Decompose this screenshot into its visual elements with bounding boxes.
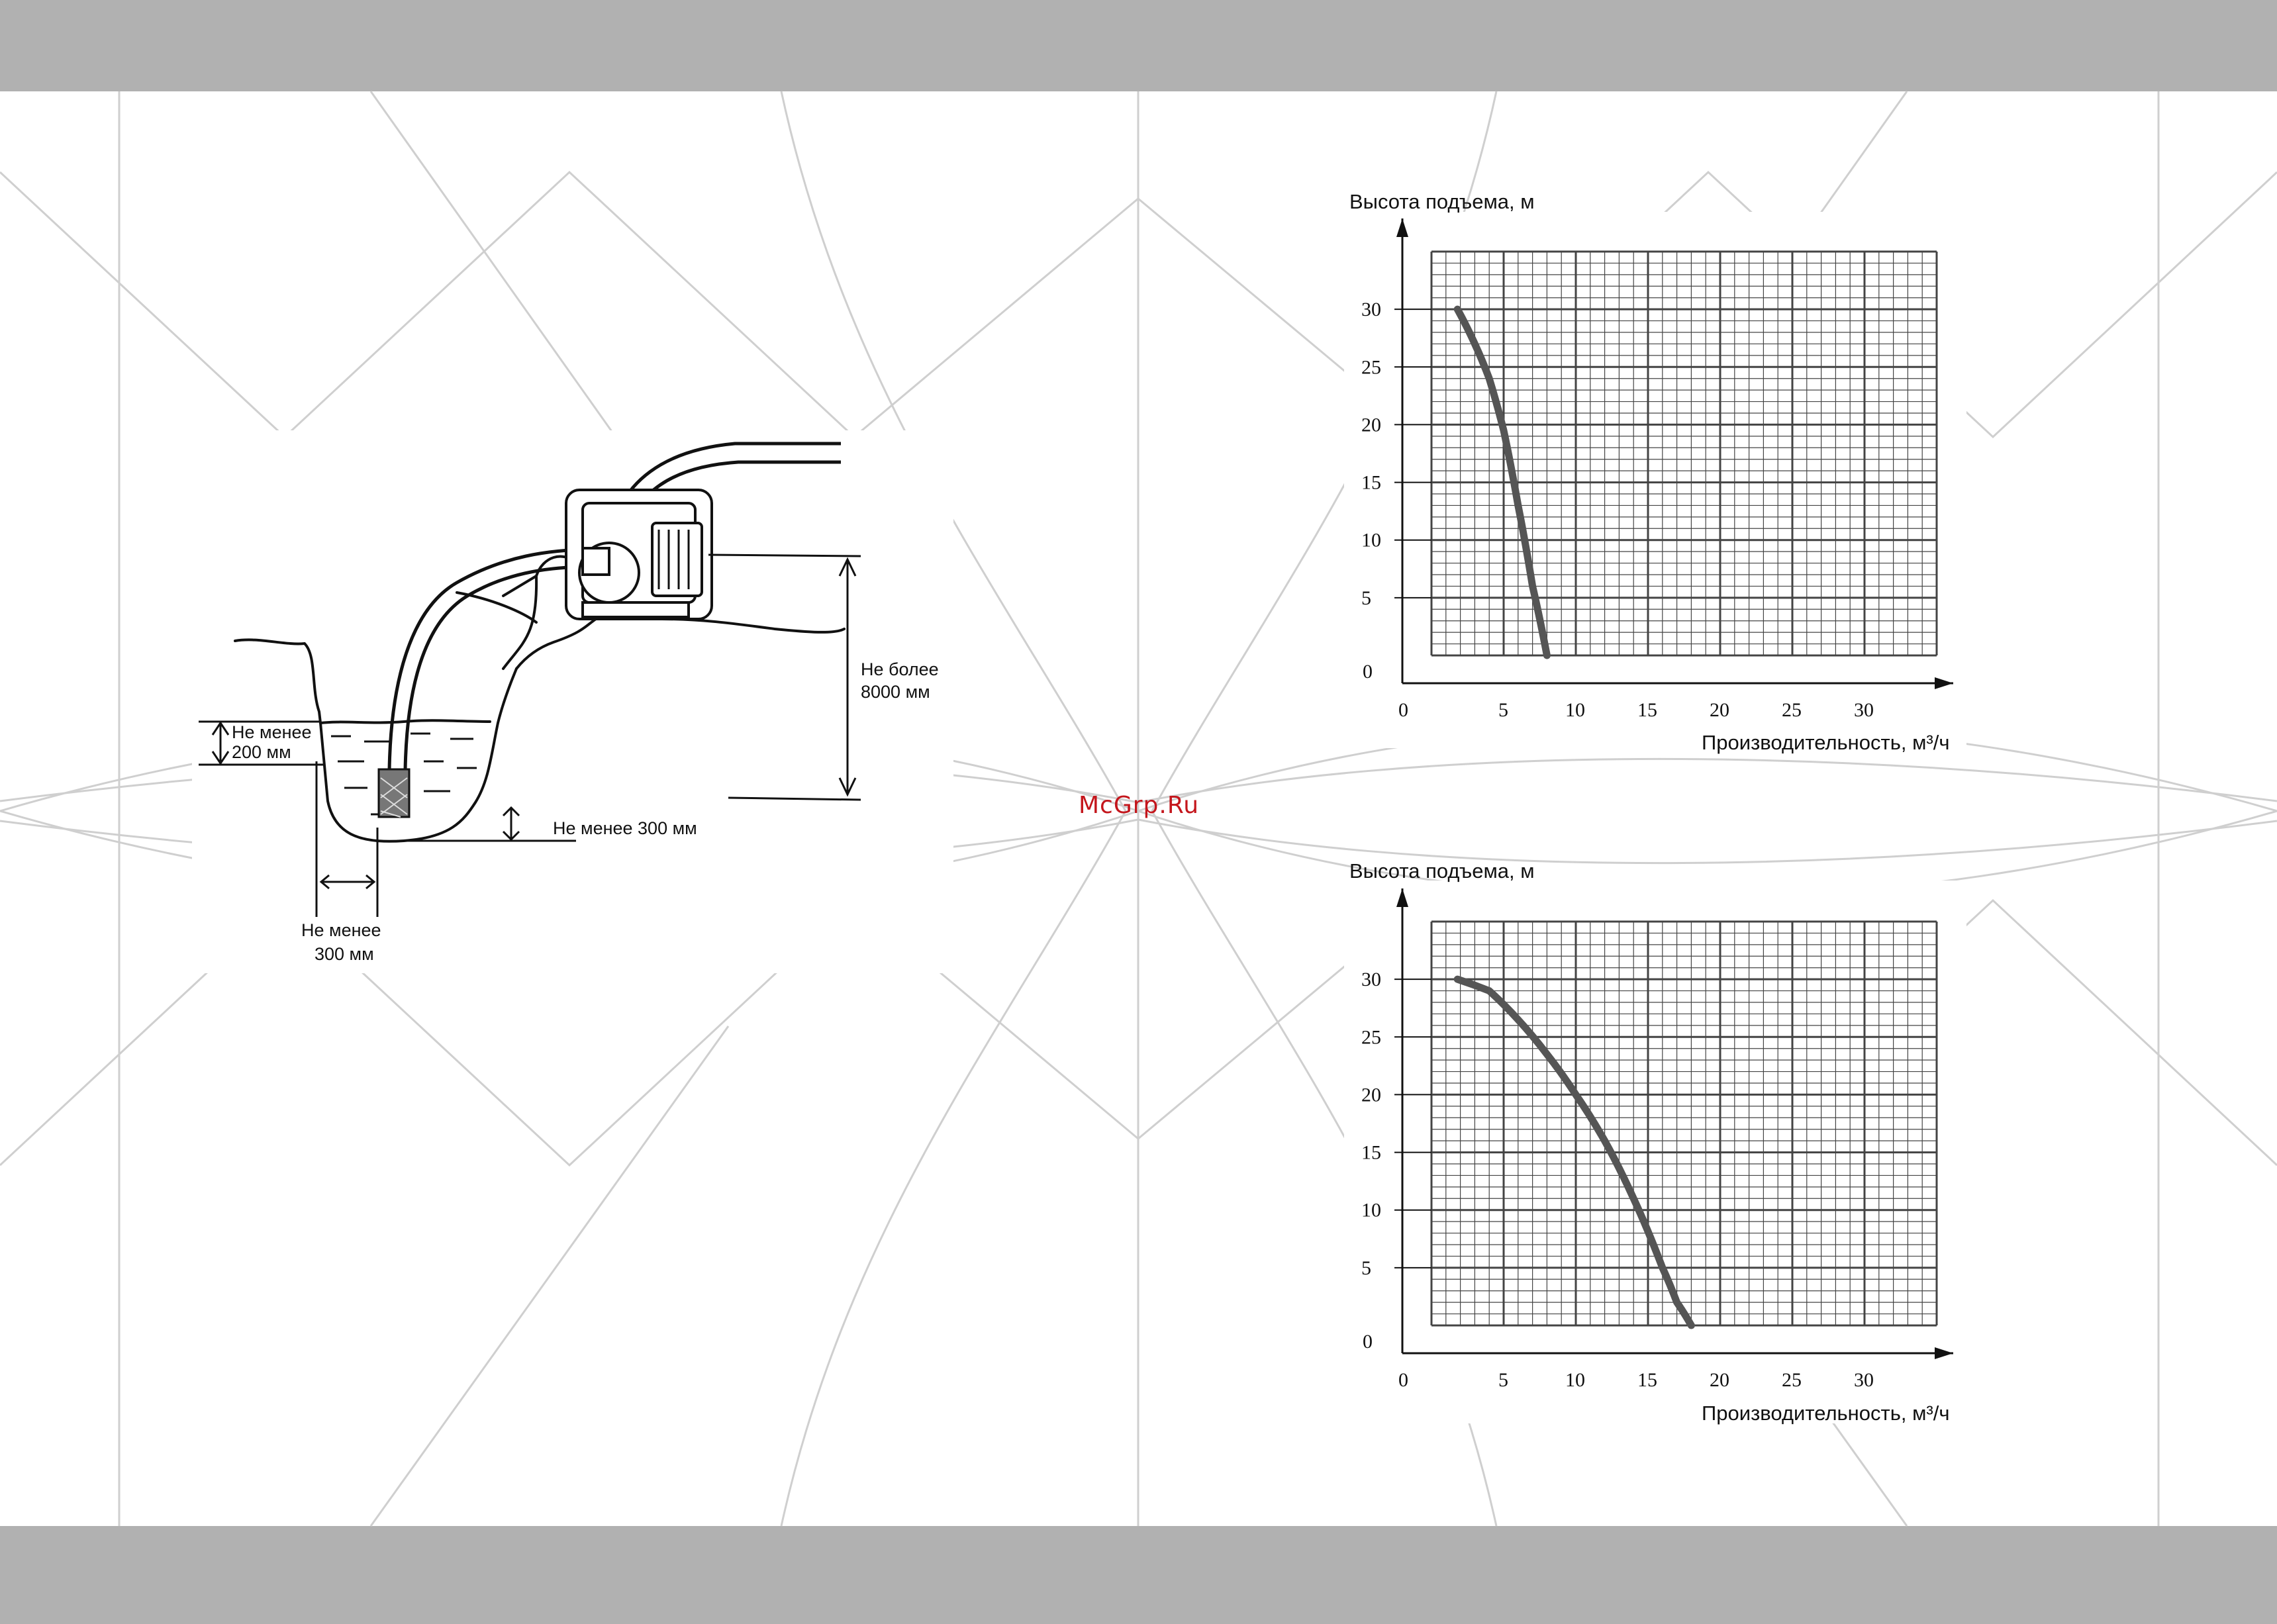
y-tick-label: 20: [1361, 1084, 1381, 1106]
chart-2-ylabel: Высота подъема, м: [1349, 859, 1535, 883]
x-tick-label: 5: [1498, 1369, 1508, 1391]
y-tick-label: 5: [1361, 1257, 1371, 1279]
y-tick-label: 25: [1361, 1026, 1381, 1048]
x-tick-label: 10: [1565, 1369, 1585, 1391]
x-tick-label: 0: [1398, 1369, 1408, 1391]
x-tick-label: 30: [1854, 1369, 1874, 1391]
x-tick-label: 20: [1710, 1369, 1729, 1391]
y-tick-label: 10: [1361, 1200, 1381, 1221]
chart-2-xlabel: Производительность, м³/ч: [1702, 1402, 1950, 1425]
watermark: McGrp.Ru: [1073, 792, 1205, 819]
y-tick-label: 30: [1361, 969, 1381, 990]
y-tick-label: 15: [1361, 1142, 1381, 1164]
x-tick-label: 25: [1782, 1369, 1802, 1391]
x-tick-label: 15: [1637, 1369, 1657, 1391]
y-tick-label: 0: [1363, 1331, 1373, 1353]
